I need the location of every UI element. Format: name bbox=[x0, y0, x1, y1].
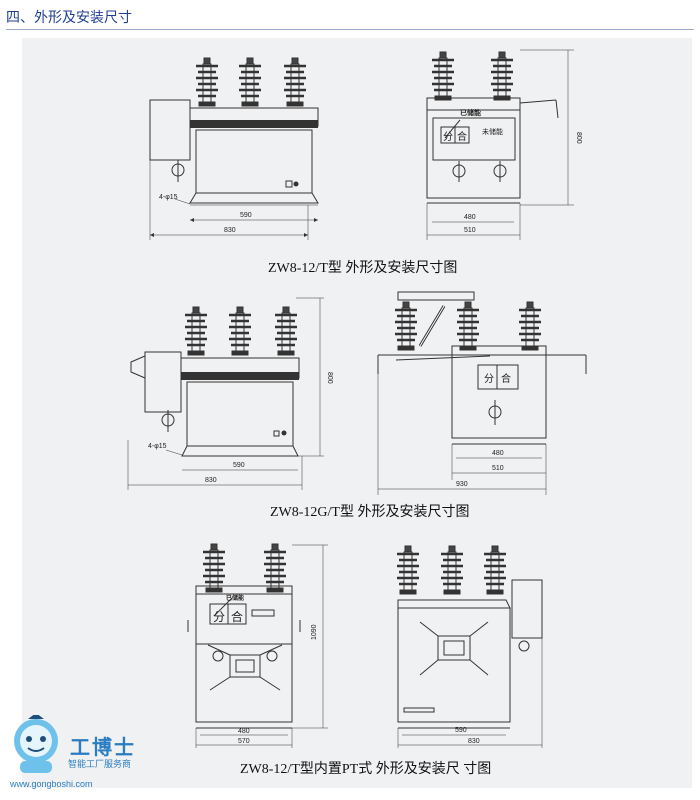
drawing-a-front bbox=[149, 56, 319, 240]
dim-510: 510 bbox=[464, 227, 476, 234]
dim-800: 800 bbox=[326, 372, 333, 384]
insulator bbox=[262, 542, 288, 594]
drawing-panel bbox=[22, 38, 692, 788]
insulator bbox=[439, 544, 465, 596]
dim-590: 590 bbox=[233, 462, 245, 469]
dim-510: 510 bbox=[492, 465, 504, 472]
dim-590: 590 bbox=[240, 212, 252, 219]
insulator bbox=[430, 50, 456, 102]
label-charged: 已储能 bbox=[460, 108, 481, 117]
insulator bbox=[395, 544, 421, 596]
insulator bbox=[237, 56, 263, 108]
brand-slogan: 智能工厂服务商 bbox=[68, 759, 132, 769]
insulator bbox=[227, 305, 253, 357]
brand-name: 工博士 bbox=[70, 737, 136, 759]
dim-hole: 4-φ15 bbox=[159, 194, 178, 201]
robot-mascot-icon bbox=[14, 713, 58, 773]
insulator bbox=[455, 300, 481, 352]
drawing-b-front bbox=[127, 297, 324, 490]
label-uncharged: 未储能 bbox=[482, 127, 503, 136]
dim-480: 480 bbox=[492, 450, 504, 457]
drawing-c-front bbox=[187, 542, 328, 748]
label-close: 合 bbox=[231, 609, 243, 624]
dim-830: 830 bbox=[468, 738, 480, 745]
dim-830: 830 bbox=[205, 477, 217, 484]
label-open: 分 bbox=[443, 131, 453, 143]
insulator bbox=[393, 300, 419, 352]
drawing-b-side bbox=[377, 291, 587, 495]
brand-logo: 工博士 智能工厂服务商 www.gongboshi.com bbox=[6, 713, 156, 795]
insulator bbox=[282, 56, 308, 108]
caption-c: ZW8-12/T型内置PT式 外形及安装尺 寸图 bbox=[240, 762, 492, 777]
dim-830: 830 bbox=[224, 227, 236, 234]
dim-590: 590 bbox=[455, 727, 467, 734]
label-open: 分 bbox=[484, 373, 494, 385]
brand-url: www.gongboshi.com bbox=[10, 779, 93, 789]
label-open: 分 bbox=[213, 610, 225, 624]
dim-480: 480 bbox=[238, 728, 250, 735]
label-charged: 已储能 bbox=[226, 594, 244, 602]
insulator bbox=[517, 300, 543, 352]
insulator bbox=[183, 305, 209, 357]
dim-480: 480 bbox=[464, 214, 476, 221]
section-header: 四、外形及安装尺寸 bbox=[0, 0, 700, 30]
label-close: 合 bbox=[501, 372, 511, 385]
dim-hole: 4-φ15 bbox=[148, 443, 167, 450]
insulator bbox=[201, 542, 227, 594]
insulator bbox=[273, 305, 299, 357]
dim-570: 570 bbox=[238, 738, 250, 745]
dim-1090: 1090 bbox=[311, 624, 318, 640]
insulator bbox=[194, 56, 220, 108]
dim-930: 930 bbox=[456, 481, 468, 488]
caption-a: ZW8-12/T型 外形及安装尺寸图 bbox=[268, 261, 458, 276]
drawing-a-side bbox=[426, 49, 574, 240]
insulator bbox=[482, 544, 508, 596]
insulator bbox=[489, 50, 515, 102]
header-rule bbox=[6, 29, 694, 30]
caption-b: ZW8-12G/T型 外形及安装尺寸图 bbox=[270, 505, 470, 520]
section-title: 四、外形及安装尺寸 bbox=[6, 9, 132, 25]
label-close: 合 bbox=[457, 130, 467, 143]
dim-800: 800 bbox=[575, 132, 582, 144]
drawing-c-side bbox=[395, 544, 543, 748]
